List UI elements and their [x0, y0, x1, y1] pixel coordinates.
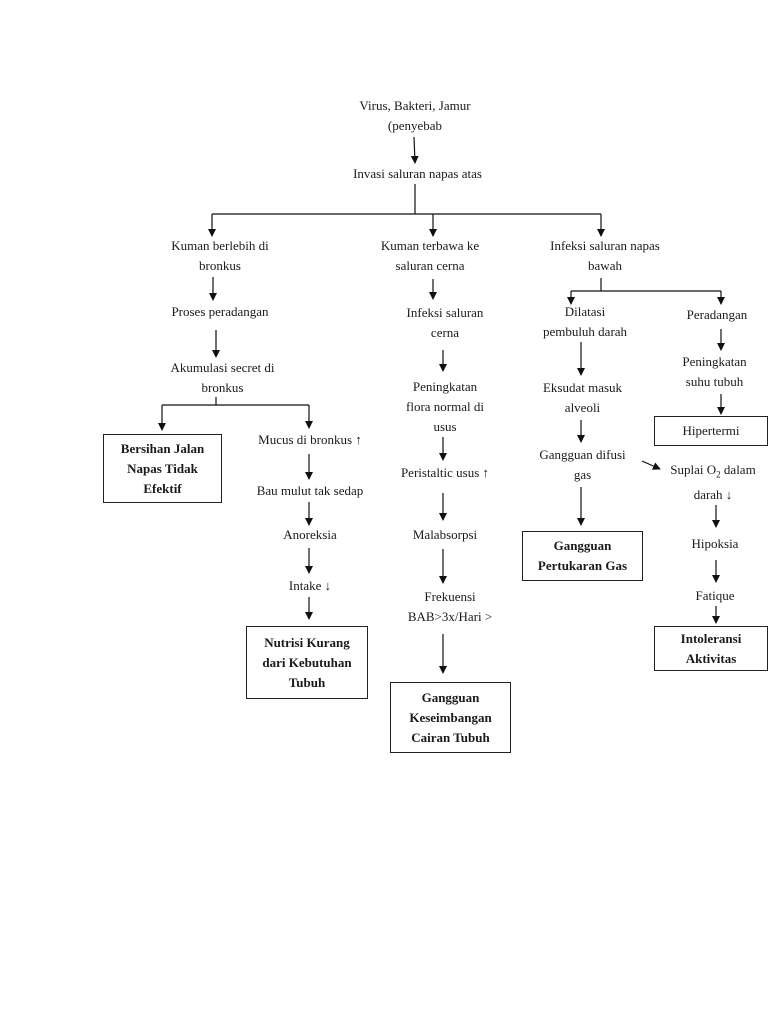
diagnosis-intoleransi-label: Intoleransi Aktivitas	[680, 630, 742, 666]
diagnosis-bersihan-label: Bersihan Jalan Napas Tidak Efektif	[120, 440, 205, 496]
node-proses-peradangan: Proses peradangan	[171, 304, 269, 319]
node-dilatasi-pembuluh-darah: Dilatasi pembuluh darah	[542, 304, 628, 339]
node-eksudat-masuk-alveoli: Eksudat masuk alveoli	[542, 380, 623, 415]
node-peristaltic-usus: Peristaltic usus ↑	[400, 465, 490, 480]
node-infeksi-saluran-cerna: Infeksi saluran cerna	[406, 305, 484, 340]
suplai-o2-text-b: dalam darah ↓	[693, 462, 756, 502]
node-peradangan: Peradangan	[686, 307, 748, 322]
node-fatique: Fatique	[695, 588, 735, 603]
diagnosis-nutrisi-label: Nutrisi Kurang dari Kebutuhan Tubuh	[262, 634, 352, 690]
node-kuman-berlebih-bronkus: Kuman berlebih di bronkus	[171, 238, 269, 273]
node-mucus-bronkus: Mucus di bronkus ↑	[258, 432, 362, 447]
diagnosis-intoleransi-aktivitas: Intoleransi Aktivitas	[654, 626, 768, 671]
arrow-root-invasi	[410, 136, 419, 164]
node-penyebab: Virus, Bakteri, Jamur (penyebab	[359, 98, 471, 133]
node-suplai-o2: Suplai O2 dalam darah ↓	[658, 460, 768, 505]
suplai-o2-subscript: 2	[716, 469, 721, 480]
node-bau-mulut: Bau mulut tak sedap	[256, 483, 364, 498]
diagnosis-cairan-label: Gangguan Keseimbangan Cairan Tubuh	[409, 689, 492, 745]
node-frekuensi-bab: Frekuensi BAB>3x/Hari >	[407, 589, 493, 624]
arrow-difusi-suplai	[641, 460, 661, 470]
diagnosis-gangguan-cairan: Gangguan Keseimbangan Cairan Tubuh	[390, 682, 511, 753]
node-anoreksia: Anoreksia	[283, 527, 337, 542]
node-peningkatan-flora: Peningkatan flora normal di usus	[406, 379, 484, 434]
node-infeksi-saluran-napas-bawah: Infeksi saluran napas bawah	[550, 238, 660, 273]
node-kuman-terbawa-saluran-cerna: Kuman terbawa ke saluran cerna	[380, 238, 480, 273]
suplai-o2-text-a: Suplai O	[670, 462, 717, 477]
node-gangguan-difusi-gas: Gangguan difusi gas	[539, 447, 626, 482]
node-hipoksia: Hipoksia	[691, 536, 739, 551]
diagnosis-nutrisi-kurang: Nutrisi Kurang dari Kebutuhan Tubuh	[246, 626, 368, 699]
diagnosis-hipertermi: Hipertermi	[654, 416, 768, 446]
node-intake: Intake ↓	[288, 578, 332, 593]
diagnosis-bersihan-jalan-napas: Bersihan Jalan Napas Tidak Efektif	[103, 434, 222, 503]
node-invasi-saluran-napas-atas: Invasi saluran napas atas	[353, 166, 482, 181]
node-akumulasi-secret: Akumulasi secret di bronkus	[170, 360, 275, 395]
diagnosis-gangguan-pertukaran-gas: Gangguan Pertukaran Gas	[522, 531, 643, 581]
diagnosis-gas-label: Gangguan Pertukaran Gas	[537, 538, 628, 573]
node-malabsorpsi: Malabsorpsi	[412, 527, 478, 542]
node-peningkatan-suhu-tubuh: Peningkatan suhu tubuh	[682, 354, 747, 389]
diagnosis-hipertermi-label: Hipertermi	[682, 423, 740, 438]
